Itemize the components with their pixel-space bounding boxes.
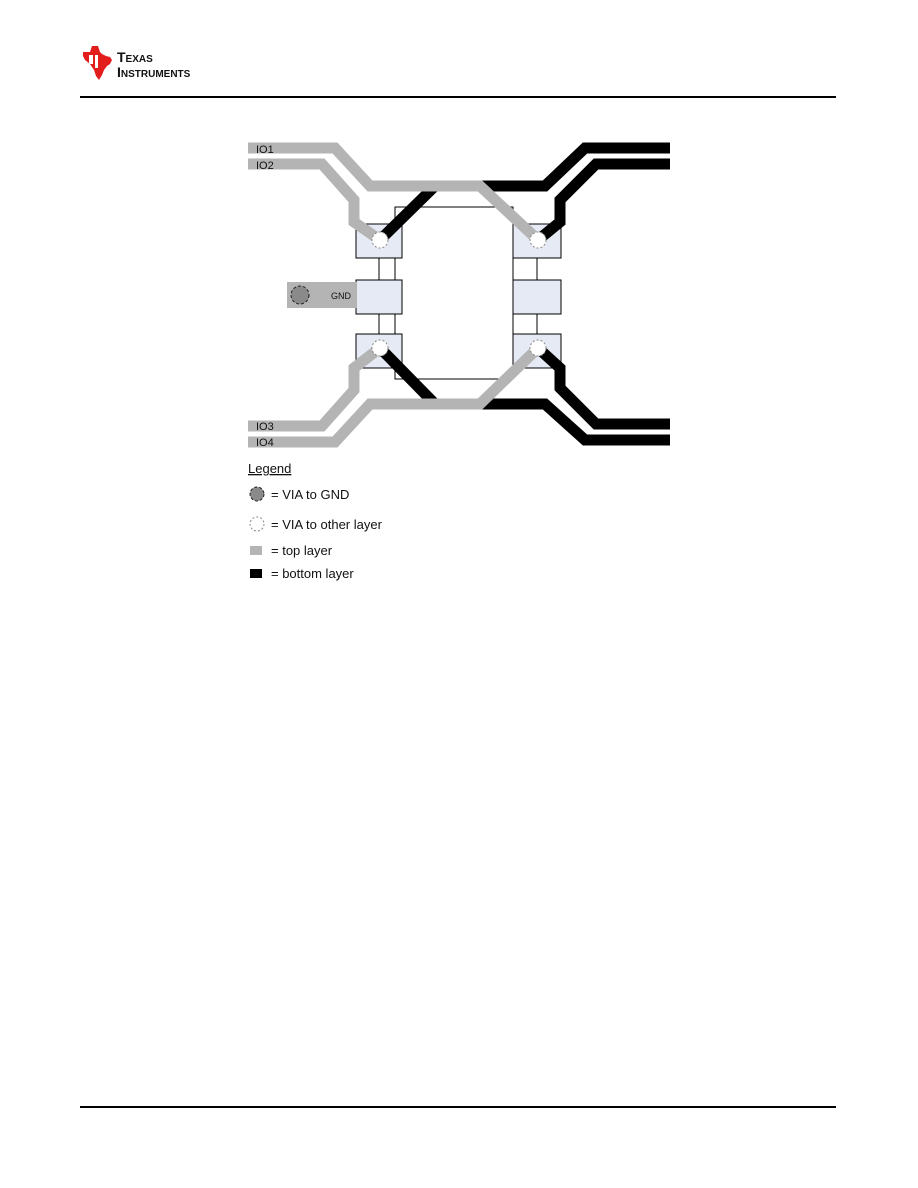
via-other-layer-top-left: [371, 231, 389, 249]
legend-item-via-gnd: = VIA to GND: [271, 487, 349, 502]
component-outline: [394, 206, 514, 380]
trace-top-io1: [248, 142, 542, 245]
logo-text-line2: Instruments: [117, 64, 191, 80]
trace-top-io3: [248, 343, 384, 432]
trace-bottom-io3-right: [376, 344, 670, 446]
bottom-layer-swatch: [250, 569, 262, 578]
legend-item-via-other: = VIA to other layer: [271, 517, 383, 532]
pad-mid-left: [355, 279, 403, 315]
footer-rule: [80, 1106, 836, 1108]
label-io1: IO1: [256, 144, 274, 156]
trace-bottom-io4-right: [534, 343, 670, 430]
header-rule: [80, 96, 836, 98]
trace-top-io4: [248, 344, 542, 448]
via-other-layer-bottom-right: [529, 339, 547, 357]
trace-bottom-io2-right: [534, 158, 670, 245]
legend-item-top-layer: = top layer: [271, 543, 333, 558]
via-gnd: [290, 285, 310, 305]
trace-bottom-io1-right: [376, 142, 670, 244]
via-other-layer-bottom-left: [371, 339, 389, 357]
legend-title: Legend: [248, 461, 291, 476]
logo-text-line1: Texas: [117, 49, 153, 65]
pad-mid-right: [512, 279, 562, 315]
label-io3: IO3: [256, 421, 274, 433]
via-other-layer-icon: [249, 516, 265, 532]
via-other-layer-top-right: [529, 231, 547, 249]
top-layer-swatch: [250, 546, 262, 555]
label-gnd: GND: [331, 291, 352, 301]
label-io2: IO2: [256, 160, 274, 172]
via-gnd-icon: [249, 486, 265, 502]
trace-top-io2: [248, 158, 384, 245]
legend-item-bottom-layer: = bottom layer: [271, 566, 354, 581]
label-io4: IO4: [256, 437, 274, 449]
ti-logo: Texas Instruments: [83, 46, 191, 80]
